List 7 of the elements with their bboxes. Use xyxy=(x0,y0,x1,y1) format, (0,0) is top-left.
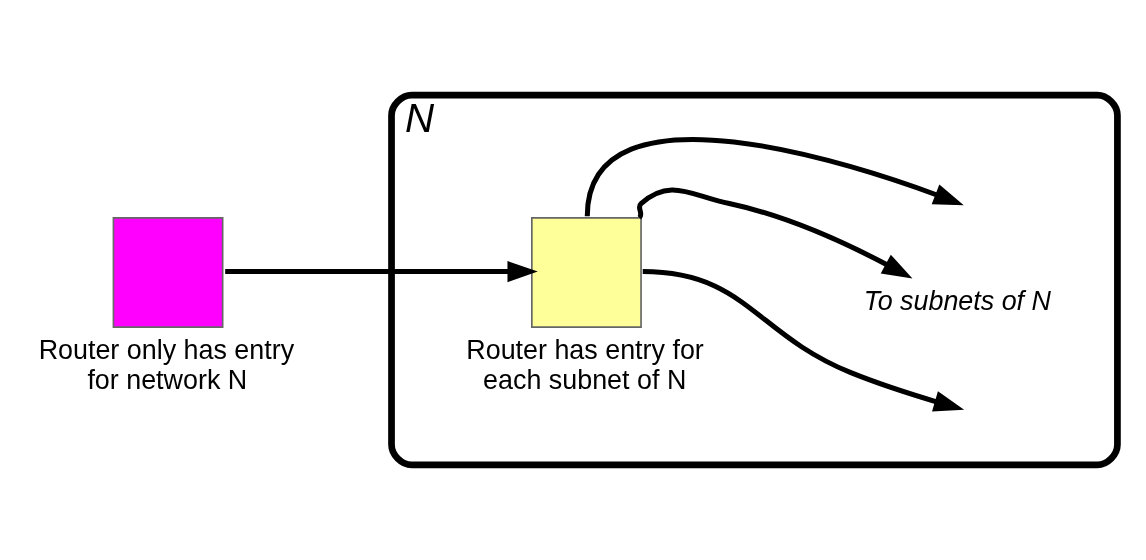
node-text: To subnets of N xyxy=(863,285,1051,316)
arrow xyxy=(636,187,913,279)
arrow xyxy=(225,261,538,283)
node-label: Router only has entry for network N xyxy=(38,334,295,395)
arrow xyxy=(584,136,964,217)
node-label: Router has entry for each subnet of N xyxy=(466,334,704,395)
arrow xyxy=(642,269,965,412)
